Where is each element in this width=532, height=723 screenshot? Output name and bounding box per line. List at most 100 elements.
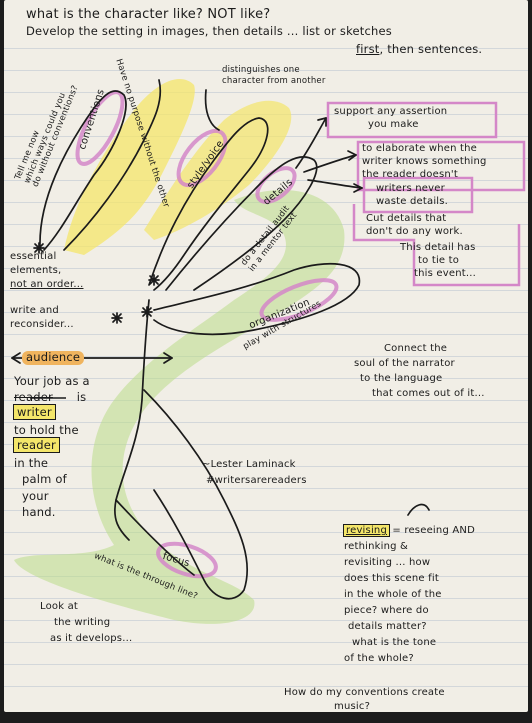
job-line: hand. (22, 505, 56, 519)
ruled-line (4, 356, 528, 357)
essential-line: essential (10, 251, 57, 262)
quote-hashtag: #writersarereaders (206, 475, 307, 486)
yellow-highlight-middle (144, 100, 292, 240)
reader-highlight: reader (13, 437, 60, 453)
arrow-to-support (295, 117, 327, 169)
revising-line: does this scene fit (344, 573, 439, 584)
ruled-line (4, 466, 528, 467)
job-line: your (22, 488, 49, 503)
essential-line: elements, (10, 265, 62, 276)
details-branch (165, 155, 318, 291)
job-line: reader is (14, 389, 90, 404)
ruled-line (4, 334, 528, 335)
revising-line: details matter? (348, 621, 427, 632)
revising-word: revising (342, 524, 391, 537)
revising-line: How do my conventions create (284, 687, 445, 698)
job-line: to hold the (14, 422, 79, 437)
ruled-line (4, 378, 528, 379)
ruled-line (4, 620, 528, 621)
job-note: Your job as a reader is writer to hold t… (13, 374, 90, 519)
ruled-line (4, 246, 528, 247)
ruled-line (4, 488, 528, 489)
job-line: writer (13, 404, 90, 420)
ruled-line (4, 510, 528, 511)
connect-line: Connect the (384, 343, 448, 354)
organization-branch (153, 262, 361, 336)
ruled-line (4, 576, 528, 577)
cut-details-line: Cut details that (366, 213, 447, 224)
quote-author: ~Lester Laminack (202, 459, 296, 470)
cut-details-line: don't do any work. (366, 226, 463, 237)
revising-line: in the whole of the (344, 589, 442, 600)
ruled-line (4, 532, 528, 533)
audience-arrow-right (163, 352, 173, 364)
header-line-2: Develop the setting in images, then deta… (26, 24, 392, 38)
ruled-line (4, 48, 528, 49)
audience-label: audience (22, 351, 85, 365)
first-word: first (356, 42, 380, 56)
struck-reader: reader (14, 389, 53, 404)
connect-line: soul of the narrator (354, 358, 455, 369)
cut-details-line: to tie to (418, 255, 460, 266)
arrow-to-writers-never (307, 179, 363, 189)
ruled-line (4, 664, 528, 665)
connect-note: Connect the soul of the narrator to the … (354, 344, 485, 399)
audience-arrow-left (11, 352, 21, 364)
writers-never-note: writers never waste details. (376, 184, 448, 207)
ruled-line (4, 400, 528, 401)
support-note: support any assertion you make (334, 107, 447, 130)
connect-line: that comes out of it... (372, 388, 485, 399)
connect-line: to the language (360, 373, 443, 384)
ruled-line (4, 444, 528, 445)
cut-details-line: This detail has (400, 242, 476, 253)
revising-line: of the whole? (344, 653, 414, 664)
asterisk-mark (148, 274, 160, 286)
write-reconsider-line: write and (10, 305, 59, 316)
support-box (326, 101, 498, 139)
arrow-to-elaborate (303, 154, 357, 173)
look-line: Look at (40, 601, 79, 612)
look-note: Look at the writing as it develops... (40, 602, 132, 644)
ruled-line (4, 598, 528, 599)
revising-squiggle (407, 503, 430, 516)
revising-music: music? (334, 701, 371, 712)
look-line: the writing (54, 617, 111, 628)
distinguishes-pointer (204, 89, 220, 131)
elaborate-note: to elaborate when the writer knows somet… (362, 144, 487, 180)
revising-line: what is the tone (352, 637, 437, 648)
quote-note: ~Lester Laminack #writersarereaders (202, 460, 307, 486)
revising-line: revisiting ... how (344, 557, 431, 568)
header-line-3: first, then sentences. (356, 42, 483, 56)
job-line: Your job as a (14, 374, 90, 388)
asterisk-mark (33, 242, 45, 254)
distinguishes-line: character from another (222, 75, 326, 86)
elaborate-line: the reader doesn't (362, 169, 458, 180)
then-sentences: , then sentences. (379, 42, 483, 56)
writers-never-line: waste details. (376, 196, 449, 207)
organization-oval (259, 278, 339, 322)
revising-note: revising = reseeing AND rethinking & rev… (342, 524, 475, 664)
ruled-line (4, 224, 528, 225)
ruled-line (4, 686, 528, 687)
mind-map-drawing (11, 79, 526, 624)
focus-branch (143, 389, 249, 600)
distinguishes-line: distinguishes one (222, 65, 300, 75)
revising-def: = reseeing AND (392, 525, 475, 536)
ruled-line (4, 554, 528, 555)
look-line: as it develops... (50, 633, 133, 644)
revising-line: revising = reseeing AND (342, 524, 475, 537)
cut-details-box (352, 204, 521, 287)
write-reconsider-line: reconsider... (10, 319, 74, 330)
conventions-branch (39, 90, 127, 251)
revising-line: rethinking & (344, 541, 409, 552)
arrowhead (317, 117, 327, 127)
elaborate-line: to elaborate when the (362, 143, 478, 154)
ruled-line (4, 422, 528, 423)
green-highlight-sweep (14, 190, 345, 624)
job-line: reader (13, 437, 90, 453)
arrowhead (353, 183, 363, 193)
writer-highlight: writer (13, 404, 56, 420)
ruled-line (4, 70, 528, 71)
stem-line (114, 299, 150, 541)
header-line-1: what is the character like? NOT like? (26, 7, 271, 22)
